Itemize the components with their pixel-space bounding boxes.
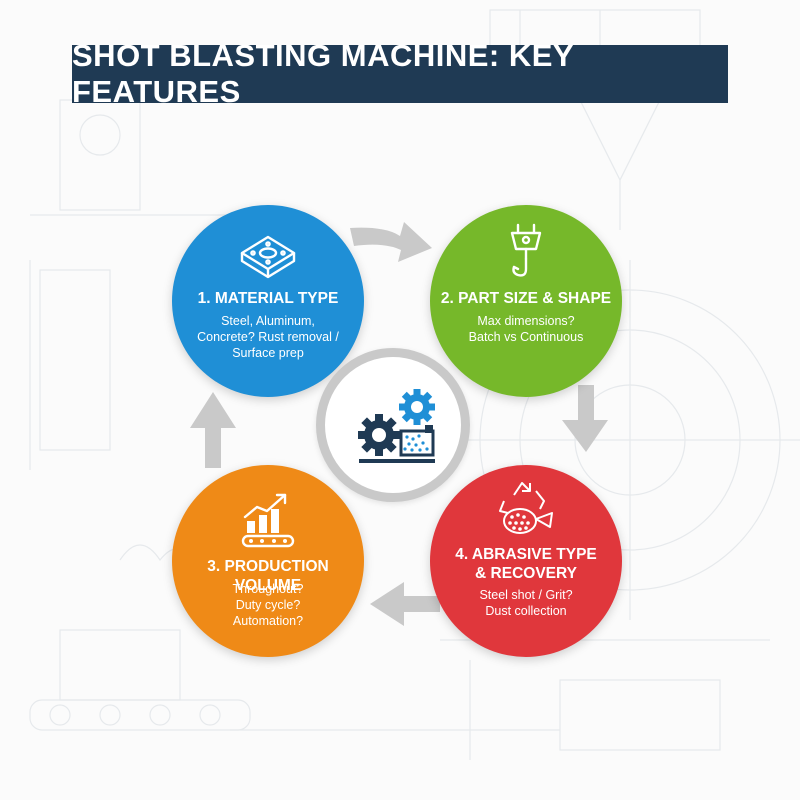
feature-line: Steel, Aluminum, [221,314,315,328]
feature-line: Steel shot / Grit? [479,588,573,602]
feature-heading-line: 4. ABRASIVE TYPE [455,546,597,563]
feature-production-volume: 3. PRODUCTION VOLUME Throughout? Duty cy… [172,465,364,657]
feature-heading-line: & RECOVERY [475,565,577,582]
feature-description: Max dimensions? Batch vs Continuous [452,313,600,345]
center-hub [316,348,470,502]
crane-hook-icon [510,223,542,277]
arrow-down-icon [562,385,608,452]
feature-line: Max dimensions? [477,314,575,328]
feature-line: Surface prep [232,346,304,360]
feature-description: Throughout? Duty cycle? Automation? [194,581,342,629]
feature-description: Steel shot / Grit? Dust collection [452,587,600,619]
feature-heading: 4. ABRASIVE TYPE & RECOVERY [440,545,612,583]
page-title: SHOT BLASTING MACHINE: KEY FEATURES [72,38,574,109]
feature-part-size: 2. PART SIZE & SHAPE Max dimensions? Bat… [430,205,622,397]
feature-heading: 3. PRODUCTION VOLUME [207,558,329,594]
arrow-up-icon [190,392,236,468]
title-banner: SHOT BLASTING MACHINE: KEY FEATURES [72,38,728,109]
recycle-abrasive-icon [499,482,553,534]
feature-abrasive-type: 4. ABRASIVE TYPE & RECOVERY Steel shot /… [430,465,622,657]
feature-material-type: 1. MATERIAL TYPE Steel, Aluminum, Concre… [172,205,364,397]
metal-plate-icon [240,235,296,279]
feature-heading: 1. MATERIAL TYPE [197,290,339,307]
feature-line: Concrete? Rust removal / [197,330,339,344]
feature-line: Duty cycle? [235,598,301,612]
feature-heading: 2. PART SIZE & SHAPE [440,290,612,307]
growth-conveyor-icon [241,493,295,548]
feature-line: Throughout? [232,582,304,596]
feature-line: Automation? [232,614,304,628]
feature-line: Batch vs Continuous [468,330,584,344]
feature-line: Dust collection [485,604,567,618]
gears-blasting-machine-icon [358,389,435,463]
arrow-right-icon [350,222,432,262]
feature-description: Steel, Aluminum, Concrete? Rust removal … [194,313,342,361]
arrow-left-icon [370,582,440,626]
